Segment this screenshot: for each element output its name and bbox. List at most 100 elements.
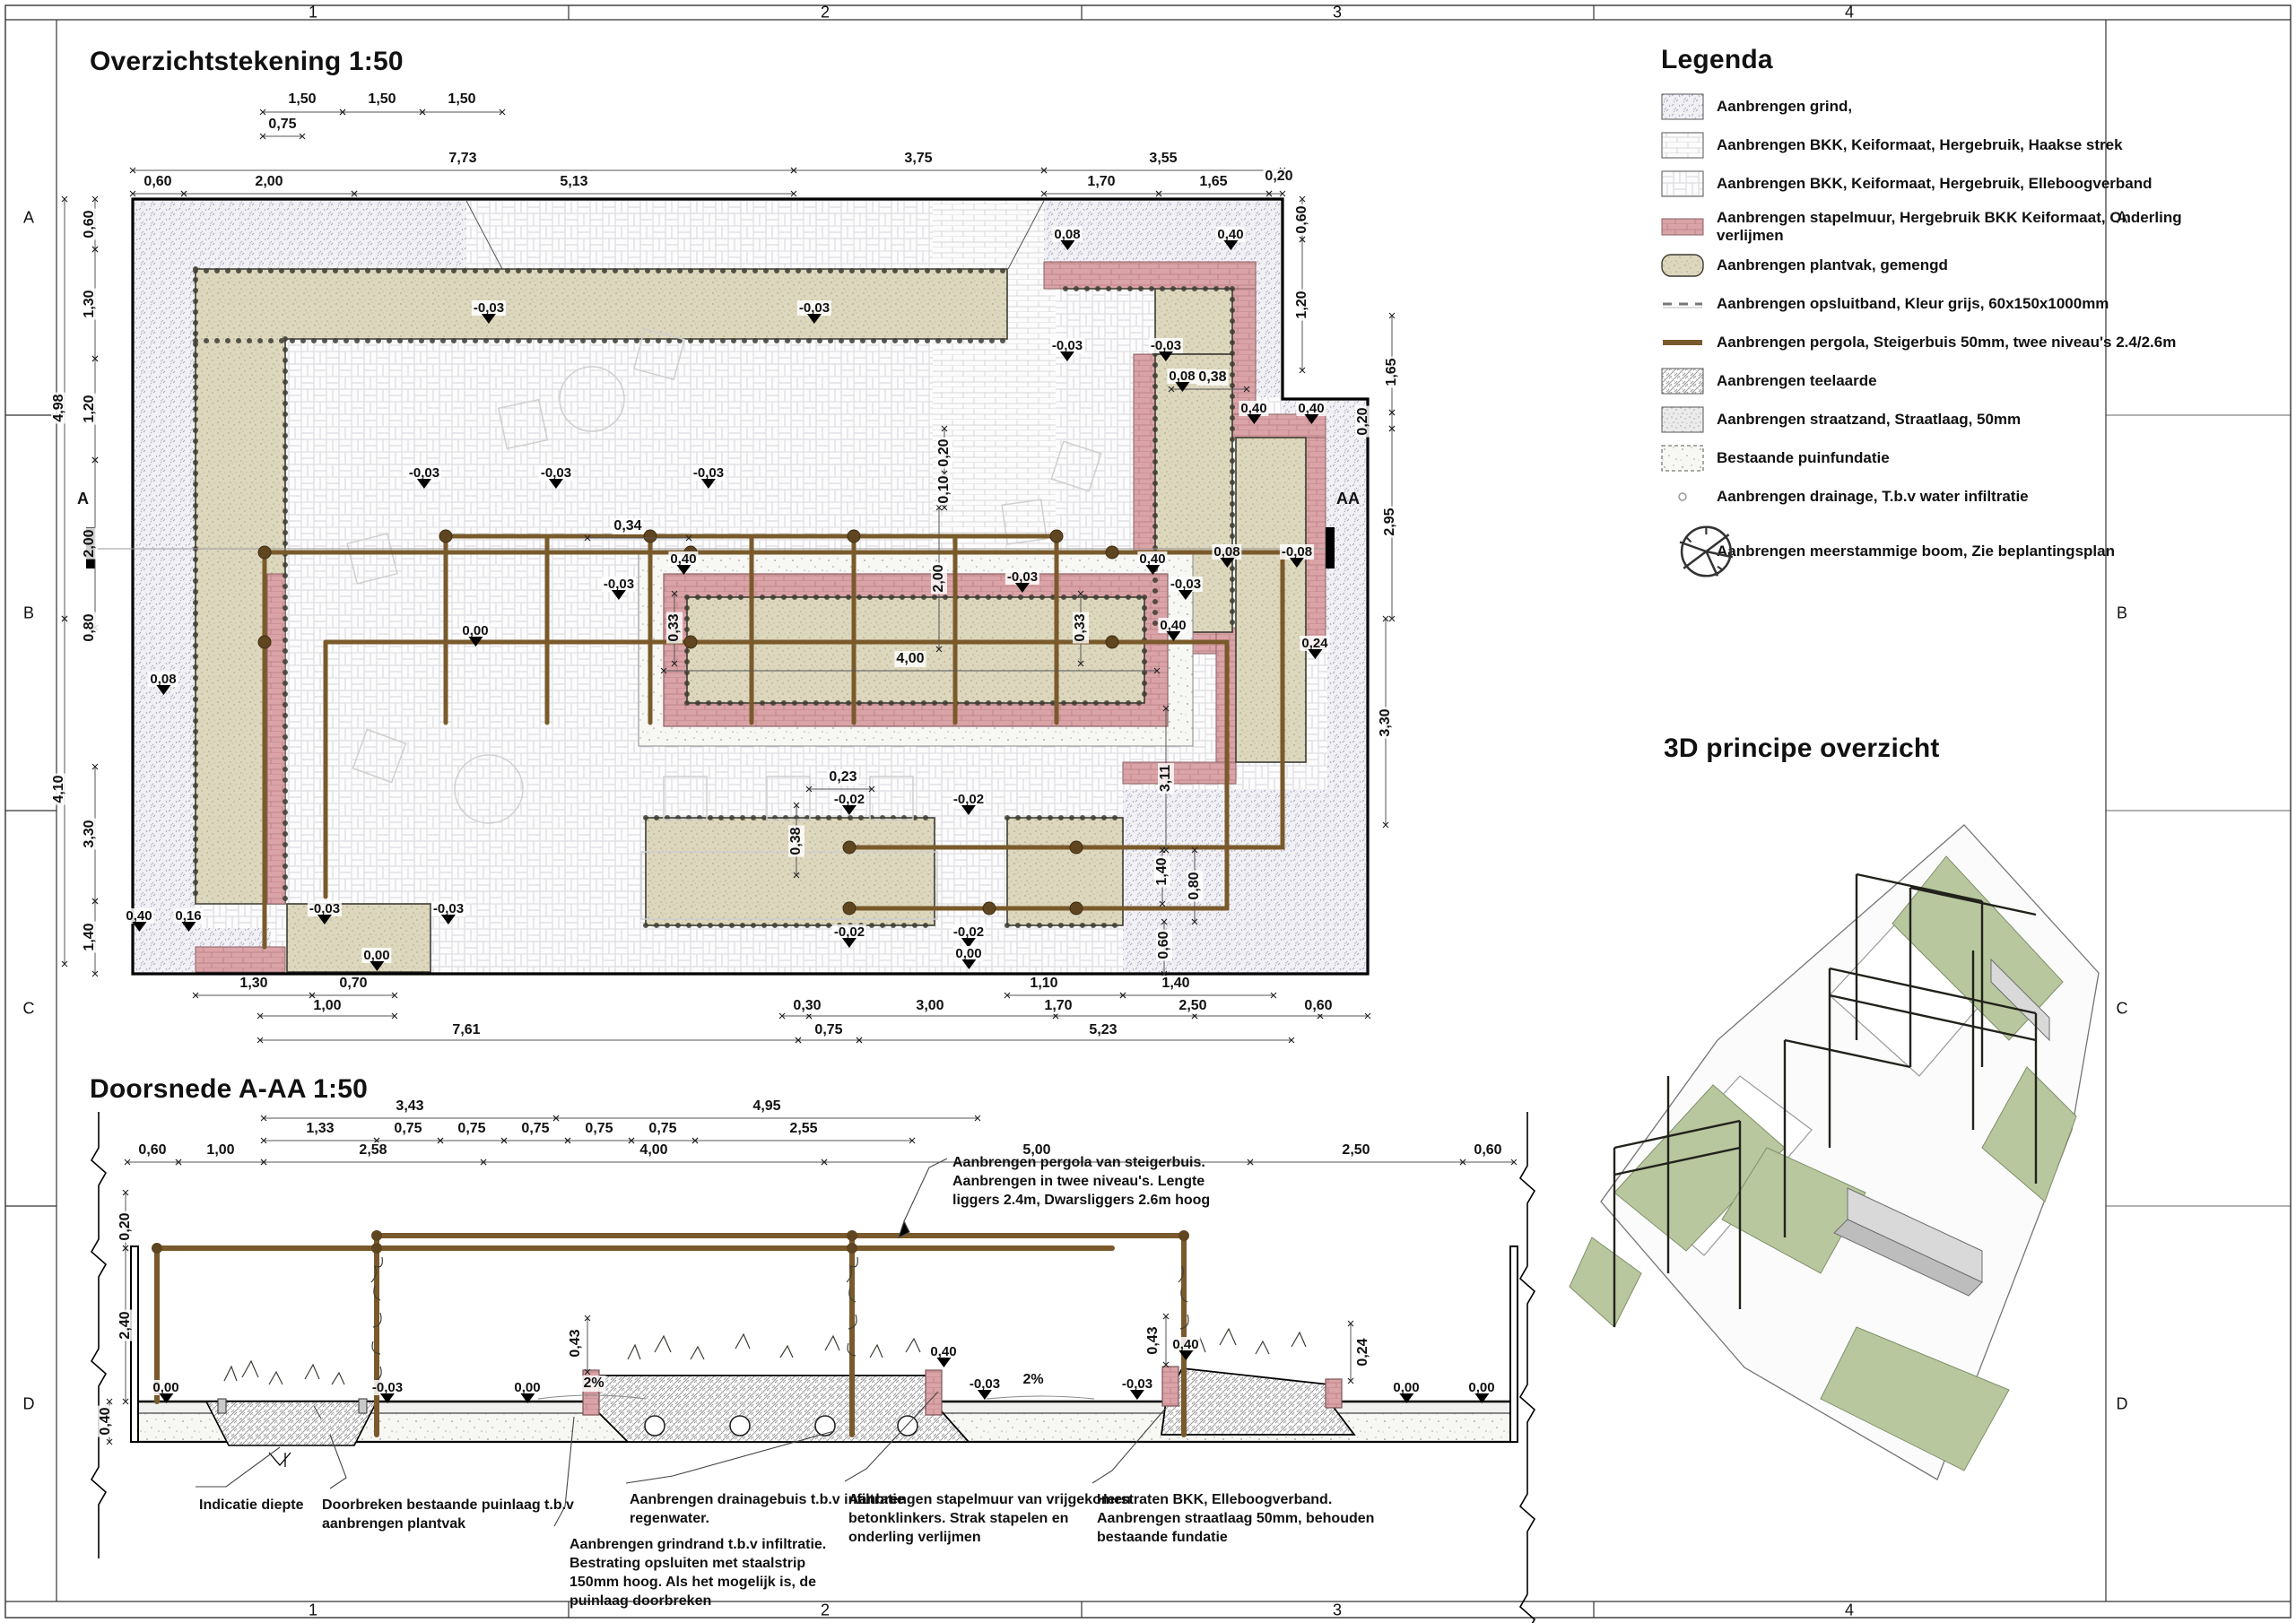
plan-level-marker: 0,08 (148, 672, 178, 702)
section-level-marker: -0,03 (370, 1380, 405, 1410)
section-dim-label: 0,43 (568, 1327, 584, 1359)
threed-view (1569, 824, 2100, 1480)
section-annotation: Herstraten BKK, Elleboogverband. Aanbren… (1097, 1492, 1375, 1545)
section-annotation: Aanbrengen pergola van steigerbuis. Aanb… (952, 1155, 1211, 1208)
section-dim-label: 2,50 (1340, 1142, 1372, 1159)
legend-item-grind: Aanbrengen grind, (1661, 93, 1852, 120)
plan-level-marker: -0,02 (951, 792, 987, 822)
section-dim-label: 1,33 (304, 1121, 336, 1137)
plan-level-marker: -0,03 (430, 901, 466, 932)
plan-dim-label: 1,00 (311, 998, 344, 1014)
plan-level-marker: 0,40 (1296, 401, 1326, 431)
plan-level-marker: -0,03 (796, 300, 832, 331)
plan-level-marker: -0,03 (1004, 569, 1040, 600)
plan-dim-label: 0,60 (1302, 998, 1335, 1014)
plan-level-marker: 0,40 (668, 551, 699, 582)
section-dim-label: 0,40 (98, 1405, 114, 1437)
grid-column-label: 3 (1332, 3, 1343, 22)
grid-row-label: D (2116, 1394, 2128, 1413)
pergola-swatch (1663, 340, 1702, 345)
plan-level-marker: 0,40 (1215, 227, 1246, 257)
plan-level-marker: 0,24 (1300, 636, 1330, 666)
plan-level-marker: -0,03 (691, 465, 726, 496)
plan-dim-label: 7,61 (450, 1022, 483, 1038)
plan-level-marker: -0,02 (831, 792, 867, 822)
legend-item-label: Aanbrengen BKK, Keiformaat, Hergebruik, … (1717, 136, 2123, 153)
legend-item-label: Aanbrengen grind, (1717, 98, 1853, 115)
section-dim-label: 0,75 (392, 1121, 424, 1137)
plan-level-marker: -0,02 (951, 924, 987, 955)
plan-level-marker: -0,03 (1148, 338, 1184, 369)
plan-level-marker: 0,40 (1239, 401, 1269, 431)
section-annotation: Aanbrengen grindrand t.b.v infiltratie. … (570, 1537, 827, 1609)
section-dim-label: 0,75 (519, 1121, 552, 1137)
section-dim-label: 0,75 (647, 1121, 679, 1137)
drainage-swatch (1678, 492, 1687, 501)
section-dim-label: 0,75 (583, 1121, 615, 1137)
section-slope-label: 2% (1021, 1372, 1046, 1388)
legend-title: Legenda (1661, 45, 1773, 74)
plan-dim-label: 2,00 (253, 174, 285, 190)
grid-column-label: 2 (820, 3, 831, 22)
plan-section-marker-aa: AA (1336, 490, 1360, 508)
grid-column-label: 1 (308, 1601, 318, 1619)
legend-item-boom: Aanbrengen meerstammige boom, Zie beplan… (1661, 525, 2115, 577)
legend-item-label: Aanbrengen pergola, Steigerbuis 50mm, tw… (1717, 334, 2177, 351)
plan-level-marker: 0,08 (1167, 369, 1197, 399)
legend-item-label: Bestaande puinfundatie (1717, 449, 1890, 466)
section-level-marker: 0,40 (1170, 1337, 1201, 1367)
legend-item-label: Aanbrengen opsluitband, Kleur grijs, 60x… (1717, 295, 2109, 312)
puinfundatie-swatch (1661, 445, 1704, 472)
plan-level-marker: -0,03 (538, 465, 574, 496)
boom-swatch (1679, 525, 1734, 577)
legend-item-label: Aanbrengen teelaarde (1717, 372, 1877, 389)
plan-level-marker: 0,40 (1137, 551, 1168, 582)
grid-row-label: A (2116, 208, 2128, 227)
plan-dim-label: 0,70 (337, 976, 370, 992)
plan-drawing (61, 108, 1396, 1044)
straatzand-swatch (1661, 406, 1704, 433)
plantvak-swatch (1661, 254, 1704, 277)
grid-column-label: 1 (308, 3, 318, 22)
plan-level-marker: -0,03 (471, 300, 507, 331)
section-dim-label: 1,00 (204, 1142, 237, 1159)
section-level-marker: 0,00 (1466, 1380, 1497, 1410)
teelaarde-swatch (1661, 368, 1704, 395)
legend-item-opsluitband: Aanbrengen opsluitband, Kleur grijs, 60x… (1661, 291, 2109, 317)
grid-column-label: 3 (1332, 1601, 1343, 1619)
section-dim-label: 2,40 (117, 1309, 134, 1341)
plan-dim-label: 3,00 (914, 998, 946, 1014)
section-dim-label: 0,60 (136, 1142, 169, 1159)
legend-item-label: Aanbrengen plantvak, gemengd (1717, 256, 1948, 273)
legend-item-straatzand: Aanbrengen straatzand, Straatlaag, 50mm (1661, 406, 2021, 433)
grid-row-label: B (2116, 603, 2128, 622)
section-dim-label: 0,43 (1145, 1324, 1161, 1357)
section-annotation: Aanbrengen drainagebuis t.b.v infiltrati… (630, 1492, 905, 1526)
legend-item-label: Aanbrengen stapelmuur, Hergebruik BKK Ke… (1717, 209, 2182, 244)
section-level-marker: 0,00 (512, 1380, 543, 1410)
plan-level-marker: 0,08 (1212, 544, 1242, 575)
plan-dim-label: 0,75 (266, 117, 299, 133)
plan-level-marker: 0,40 (1158, 618, 1188, 648)
section-annotation: Doorbreken bestaande puinlaag t.b.v aanb… (322, 1497, 574, 1532)
section-dim-label: 0,60 (1472, 1142, 1504, 1159)
plan-dim-label: 1,70 (1085, 174, 1118, 190)
section-dim-label: 5,00 (1021, 1142, 1053, 1159)
section-dim-label: 0,20 (117, 1211, 134, 1243)
section-annotation: Indicatie diepte (199, 1497, 304, 1513)
plan-dim-label: 0,38 (1196, 369, 1229, 386)
plan-level-marker: 0,00 (460, 623, 491, 654)
legend-item-bkk-haaks: Aanbrengen BKK, Keiformaat, Hergebruik, … (1661, 132, 2123, 159)
section-dim-label: 2,58 (357, 1142, 389, 1159)
section-dim-label: 4,95 (751, 1098, 783, 1115)
plan-section-marker-a: A (77, 490, 89, 508)
plan-dim-label: 1,10 (1028, 976, 1060, 992)
section-dim-label: 0,75 (456, 1121, 488, 1137)
plan-dim-label: 0,75 (813, 1022, 845, 1038)
section-level-marker: 0,00 (1391, 1380, 1422, 1410)
grid-column-label: 4 (1844, 3, 1855, 22)
plan-dim-label: 0,20 (1263, 169, 1295, 185)
plan-dim-label: 0,30 (791, 998, 823, 1014)
plan-dim-label: 1,65 (1197, 174, 1230, 190)
